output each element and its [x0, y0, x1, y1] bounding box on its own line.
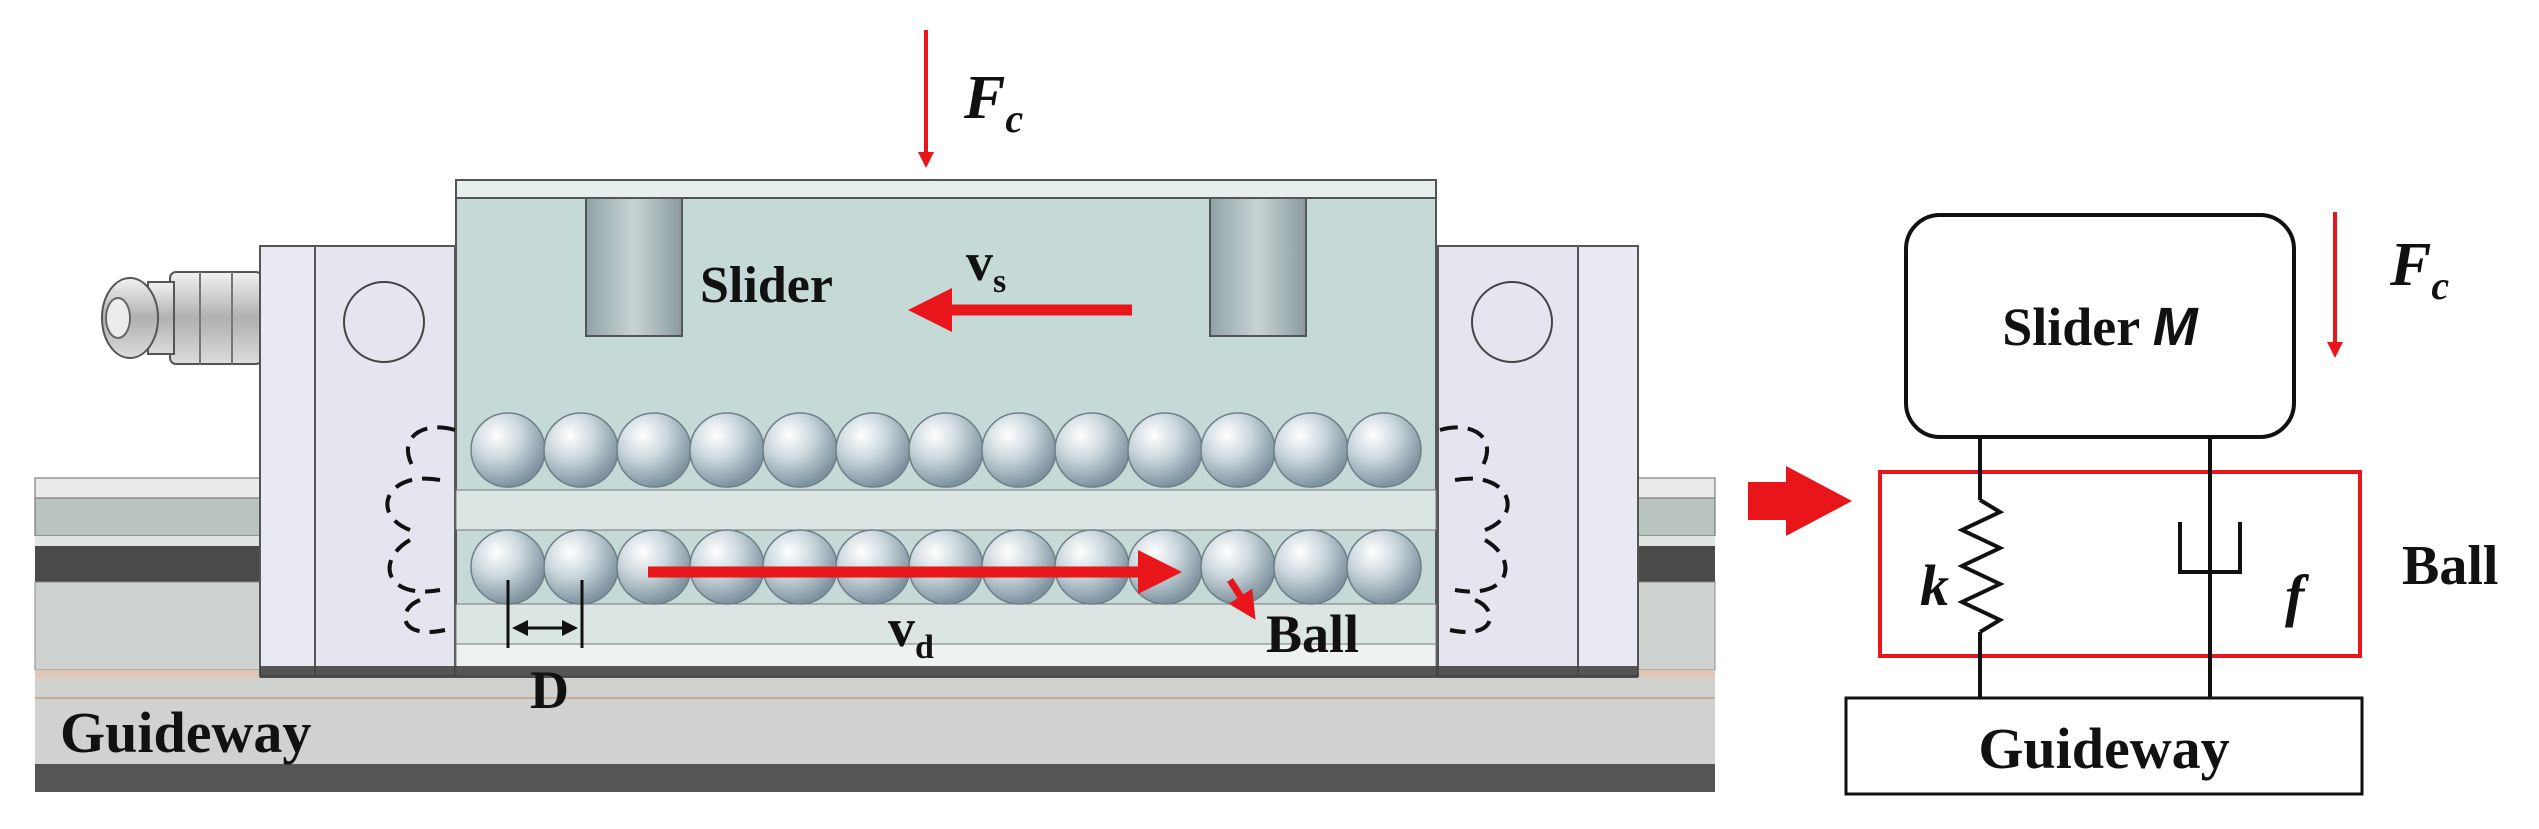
- ball-label: Ball: [1266, 604, 1359, 664]
- ball-pointer-arrow: [1227, 578, 1256, 620]
- right-force-subscript: c: [2431, 263, 2449, 308]
- end-cap-left: [259, 245, 456, 677]
- ball-1-10: [1127, 412, 1203, 488]
- right-ball-label: Ball: [2402, 535, 2498, 597]
- left-figure: Fc Slider vs vd Ball D Guideway: [34, 30, 1716, 792]
- slider-mass-label: Slider: [2002, 297, 2153, 357]
- svg-text:Slider M: Slider M: [2002, 297, 2199, 357]
- ball-1-8: [981, 412, 1057, 488]
- ball-1-12: [1273, 412, 1349, 488]
- slider-velocity-label: v: [966, 232, 993, 292]
- slider-mass-box: [1904, 213, 2296, 439]
- ball-1-1: [470, 412, 546, 488]
- right-guideway-label: Guideway: [1978, 716, 2229, 781]
- ball-return-path-right: [1439, 425, 1510, 634]
- ball-element-box: [1878, 470, 2362, 658]
- ball-2-13: [1346, 529, 1422, 605]
- ball-2-12: [1273, 529, 1349, 605]
- ball-1-7: [908, 412, 984, 488]
- svg-text:Fc: Fc: [2389, 231, 2449, 308]
- diameter-indicator: [506, 580, 584, 648]
- ball-1-5: [762, 412, 838, 488]
- slider-velocity-subscript: s: [993, 263, 1006, 300]
- ball-row-upper: [470, 412, 1422, 488]
- end-cap-right: [1437, 245, 1639, 677]
- ball-1-6: [835, 412, 911, 488]
- slider-label: Slider: [700, 257, 833, 314]
- svg-text:Fc: Fc: [963, 64, 1023, 141]
- ball-1-3: [616, 412, 692, 488]
- transition-arrow: [1748, 466, 1852, 536]
- right-force-label: F: [2389, 231, 2431, 299]
- right-figure: Slider M Fc Ball k f Guideway: [1844, 212, 2498, 796]
- slider-mass-symbol: M: [2153, 297, 2199, 357]
- spring-icon: [1957, 437, 2005, 700]
- damping-label: f: [2285, 563, 2310, 628]
- ball-velocity-subscript: d: [915, 629, 934, 666]
- force-subscript: c: [1005, 96, 1023, 141]
- guideway-label: Guideway: [60, 700, 311, 765]
- ball-1-2: [543, 412, 619, 488]
- svg-text:vs: vs: [966, 232, 1006, 300]
- force-label: F: [963, 64, 1005, 132]
- diameter-label: D: [530, 660, 569, 720]
- ball-1-4: [689, 412, 765, 488]
- grease-nipple-icon: [101, 271, 263, 365]
- right-guideway-box: [1844, 696, 2364, 796]
- damper-icon: [2178, 437, 2242, 700]
- svg-text:vd: vd: [888, 598, 934, 666]
- ball-1-11: [1200, 412, 1276, 488]
- stiffness-label: k: [1920, 553, 1949, 618]
- ball-return-path-left: [385, 425, 456, 634]
- ball-1-9: [1054, 412, 1130, 488]
- ball-velocity-label: v: [888, 598, 915, 658]
- ball-1-13: [1346, 412, 1422, 488]
